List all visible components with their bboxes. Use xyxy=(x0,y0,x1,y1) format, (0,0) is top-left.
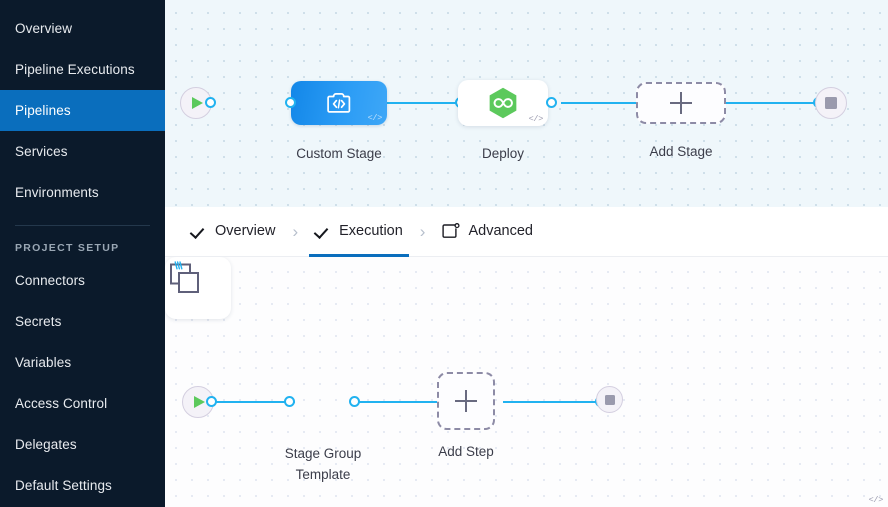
sidebar-item-secrets[interactable]: Secrets xyxy=(0,301,165,342)
sidebar-divider xyxy=(15,225,150,226)
sidebar-item-label: Environments xyxy=(15,185,99,200)
connector-dot[interactable] xyxy=(205,97,216,108)
connector-dot[interactable] xyxy=(206,396,217,407)
execution-end-node[interactable] xyxy=(596,386,623,413)
stage-node-label: Custom Stage xyxy=(296,146,382,161)
sidebar-item-label: Pipeline Executions xyxy=(15,62,135,77)
tab-overview[interactable]: Overview xyxy=(177,207,289,257)
sidebar-item-services[interactable]: Services xyxy=(0,131,165,172)
tab-execution[interactable]: Execution xyxy=(301,207,417,257)
sidebar-item-delegates[interactable]: Delegates xyxy=(0,424,165,465)
connector-line xyxy=(355,401,465,403)
primary-sidebar: Overview Pipeline Executions Pipelines S… xyxy=(0,0,165,507)
sidebar-item-label: Access Control xyxy=(15,396,108,411)
sidebar-item-label: Delegates xyxy=(15,437,77,452)
stage-node-deploy[interactable]: </> xyxy=(458,80,548,126)
sidebar-item-label: Pipelines xyxy=(15,103,71,118)
tab-label: Execution xyxy=(339,223,403,240)
stop-icon xyxy=(604,394,615,405)
stop-icon xyxy=(825,97,837,109)
sidebar-item-pipelines[interactable]: Pipelines xyxy=(0,90,165,131)
step-node-stage-group-template[interactable]: </> xyxy=(165,257,883,505)
connector-line xyxy=(721,102,831,104)
chevron-right-icon: › xyxy=(419,221,426,241)
template-code-icon xyxy=(327,93,351,113)
connector-dot[interactable] xyxy=(285,97,296,108)
add-step-label: Add Step xyxy=(438,444,494,459)
chevron-right-icon: › xyxy=(292,221,299,241)
play-icon xyxy=(192,97,203,109)
sidebar-item-pipeline-executions[interactable]: Pipeline Executions xyxy=(0,49,165,90)
sidebar-item-access-control[interactable]: Access Control xyxy=(0,383,165,424)
yaml-code-badge: </> xyxy=(367,113,383,123)
stacked-squares-icon xyxy=(170,263,199,293)
stage-node-label: Deploy xyxy=(481,146,525,161)
sidebar-item-environments[interactable]: Environments xyxy=(0,172,165,213)
check-icon xyxy=(191,224,207,240)
connector-dot[interactable] xyxy=(546,97,557,108)
play-icon xyxy=(194,396,205,408)
tab-label: Advanced xyxy=(468,223,533,240)
connector-line xyxy=(561,102,651,104)
continuous-deployment-hexagon-icon xyxy=(488,87,518,120)
sidebar-item-overview[interactable]: Overview xyxy=(0,8,165,49)
pipeline-end-node[interactable] xyxy=(815,87,847,119)
sidebar-item-default-settings[interactable]: Default Settings xyxy=(0,465,165,506)
connector-line xyxy=(205,401,295,403)
sidebar-item-connectors[interactable]: Connectors xyxy=(0,260,165,301)
content-area: </> Custom Stage </> Deploy xyxy=(165,0,888,507)
stage-graph-canvas[interactable]: </> Custom Stage </> Deploy xyxy=(165,0,888,207)
plus-icon xyxy=(670,92,692,114)
add-step-button[interactable] xyxy=(437,372,495,430)
connector-line xyxy=(503,401,613,403)
sidebar-item-label: Secrets xyxy=(15,314,62,329)
template-marker-icon xyxy=(174,261,183,270)
add-stage-label: Add Stage xyxy=(649,144,713,159)
execution-graph-canvas[interactable]: </> Stage Group Template Add Step xyxy=(165,257,888,507)
tab-advanced[interactable]: Advanced xyxy=(428,207,547,257)
sidebar-item-variables[interactable]: Variables xyxy=(0,342,165,383)
check-icon xyxy=(315,224,331,240)
connector-dot[interactable] xyxy=(349,396,360,407)
stage-config-tabs: Overview › Execution › Advanced xyxy=(165,207,888,257)
advanced-settings-icon xyxy=(442,223,461,240)
add-stage-button[interactable] xyxy=(636,82,726,124)
sidebar-section-project-setup: PROJECT SETUP xyxy=(15,242,120,254)
sidebar-item-label: Connectors xyxy=(15,273,86,288)
connector-dot[interactable] xyxy=(284,396,295,407)
yaml-code-badge: </> xyxy=(868,495,884,505)
stage-node-custom-stage[interactable]: </> xyxy=(291,81,387,125)
yaml-code-badge: </> xyxy=(528,114,544,124)
connector-line xyxy=(383,102,478,104)
tab-label: Overview xyxy=(215,223,276,240)
plus-icon xyxy=(455,390,477,412)
sidebar-item-label: Variables xyxy=(15,355,72,370)
sidebar-item-label: Overview xyxy=(15,21,73,36)
sidebar-item-label: Default Settings xyxy=(15,478,112,493)
step-node-label: Stage Group Template xyxy=(284,446,362,482)
sidebar-item-label: Services xyxy=(15,144,68,159)
